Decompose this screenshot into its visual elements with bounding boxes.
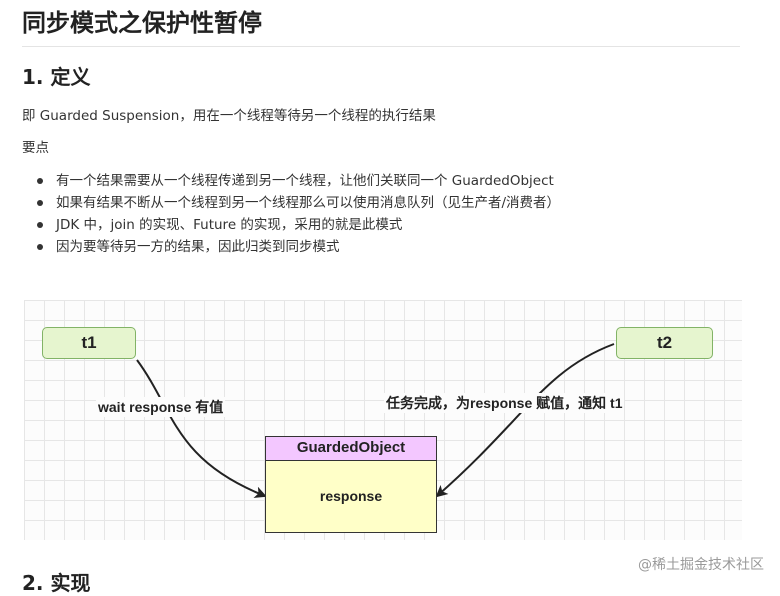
section-heading-definition: 1. 定义 [22,65,91,89]
page-title: 同步模式之保护性暂停 [22,6,740,47]
guarded-object-box: GuardedObject response [265,436,437,533]
list-item: 因为要等待另一方的结果，因此归类到同步模式 [22,236,560,258]
thread-t1-node: t1 [42,327,136,359]
guarded-object-field: response [319,488,383,504]
thread-t2-node: t2 [616,327,713,359]
watermark: @稀土掘金技术社区 [638,557,764,573]
list-item: JDK 中，join 的实现、Future 的实现，采用的就是此模式 [22,214,560,236]
guarded-object-title: GuardedObject [266,437,436,461]
list-item: 有一个结果需要从一个线程传递到另一个线程，让他们关联同一个 GuardedObj… [22,170,560,192]
guarded-suspension-diagram: t1 t2 wait response 有值 任务完成，为response 赋值… [24,300,742,540]
key-points-list: 有一个结果需要从一个线程传递到另一个线程，让他们关联同一个 GuardedObj… [22,170,560,258]
arrow-t1-to-object [136,359,267,498]
list-item: 如果有结果不断从一个线程到另一个线程那么可以使用消息队列（见生产者/消费者） [22,192,560,214]
points-title: 要点 [22,140,49,156]
arrow-t2-to-object [435,343,615,498]
label-task-complete: 任务完成，为response 赋值，通知 t1 [384,393,625,413]
label-wait-response: wait response 有值 [96,397,226,417]
section-heading-implementation: 2. 实现 [22,571,91,595]
definition-text: 即 Guarded Suspension，用在一个线程等待另一个线程的执行结果 [22,108,436,124]
